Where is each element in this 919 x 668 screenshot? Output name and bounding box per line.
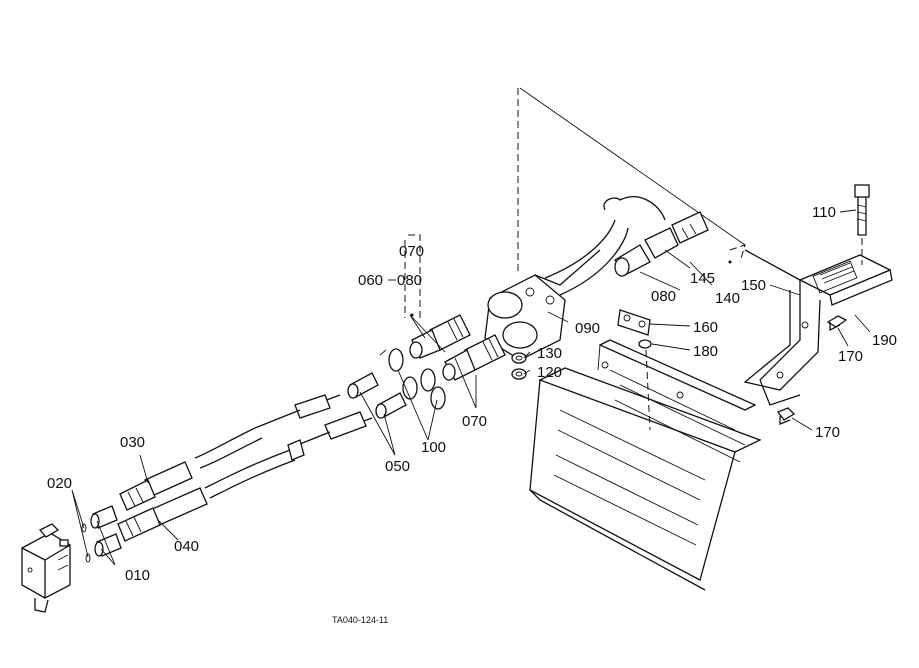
label-170-upper: 170 [838,348,863,365]
label-070-top: 070 [399,243,424,260]
adapter-050-lower [375,392,407,419]
label-170-lower: 170 [815,424,840,441]
label-100: 100 [421,439,446,456]
pedal-bracket [743,249,893,406]
guide-lines [404,87,746,318]
label-180: 180 [693,343,718,360]
mounting-panel [529,339,762,591]
coupler-holder-090 [484,249,601,361]
label-030: 030 [120,434,145,451]
clamp-plate-160 [617,309,651,336]
leader-lines [71,209,871,566]
hose-040 [117,411,373,542]
label-130: 130 [537,345,562,362]
hose-030 [119,394,341,511]
coupler-080-right [614,211,709,277]
label-120: 120 [537,364,562,381]
label-160: 160 [693,319,718,336]
o-rings-020 [81,523,91,563]
label-070-mid: 070 [462,413,487,430]
fitting-010-lower [94,533,122,557]
label-050: 050 [385,458,410,475]
bolt-170-upper [826,315,848,332]
fitting-010-upper [90,505,118,529]
drawing-code: TA040-124-11 [332,615,388,625]
label-190: 190 [872,332,897,349]
label-010: 010 [125,567,150,584]
label-150: 150 [741,277,766,294]
bolt-110 [854,184,870,265]
label-110: 110 [812,204,836,221]
bolt-170-lower [776,407,796,425]
label-080-top: 080 [397,272,422,289]
label-080-right: 080 [651,288,676,305]
label-040: 040 [174,538,199,555]
control-valve [21,523,71,613]
label-140: 140 [715,290,740,307]
label-145: 145 [690,270,715,287]
part-labels: 030 020 040 010 050 100 070 070 060 080 … [47,204,897,584]
coupler-070-upper [409,314,471,359]
nut-130 [511,352,527,364]
coupler-070-lower [442,334,506,381]
nut-120 [511,368,527,380]
label-020: 020 [47,475,72,492]
label-090: 090 [575,320,600,337]
nut-180 [638,339,652,431]
adapter-050-upper [347,372,379,399]
upper-hose [544,196,666,296]
label-060: 060 [358,272,383,289]
